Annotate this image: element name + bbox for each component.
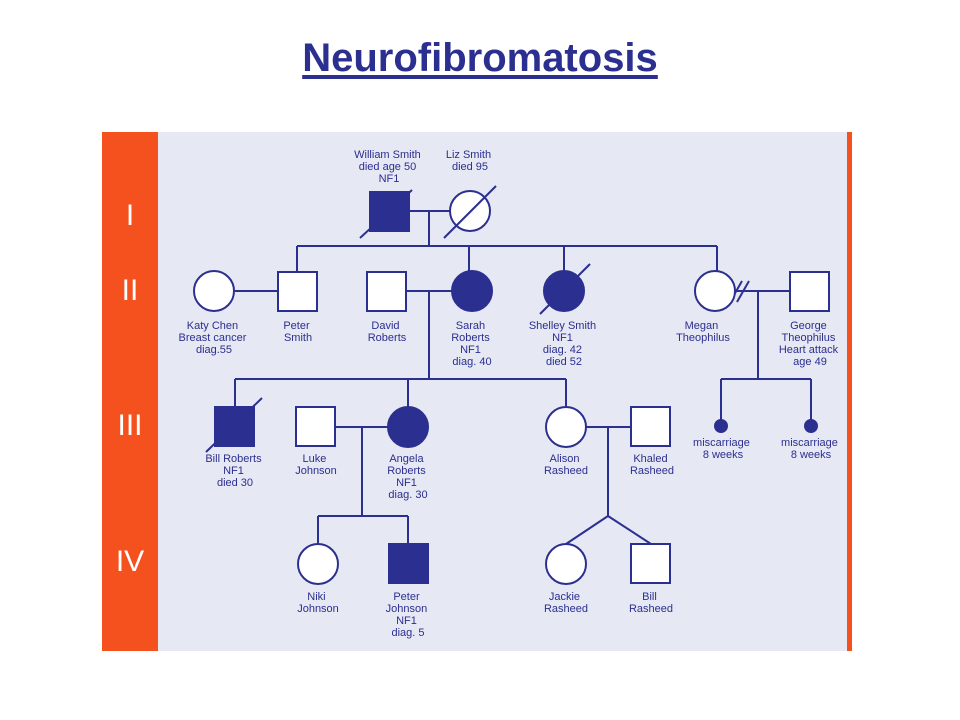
male-george-theophilus <box>789 271 830 312</box>
label-khaled-rasheed: Khaled Rasheed <box>630 453 674 477</box>
label-luke-johnson: Luke Johnson <box>295 453 337 477</box>
generation-label-3: III <box>117 409 143 442</box>
affected-male-bill-roberts <box>214 406 255 447</box>
deceased-mark <box>539 263 591 315</box>
label-shelley-smith: Shelley Smith NF1 diag. 42 died 52 <box>529 320 599 368</box>
label-alison-rasheed: Alison Rasheed <box>544 453 588 477</box>
label-miscarriage-2: miscarriage 8 weeks <box>781 437 841 461</box>
page-title: Neurofibromatosis <box>302 36 658 80</box>
male-luke-johnson <box>295 406 336 447</box>
individual-labels: William Smith died age 50 NF1 Liz Smith … <box>179 149 841 639</box>
female-katy-chen <box>193 270 235 312</box>
label-liz-smith: Liz Smith died 95 <box>446 149 494 173</box>
label-bill-rasheed: Bill Rasheed <box>629 591 673 615</box>
label-katy-chen: Katy Chen Breast cancer diag.55 <box>179 320 250 356</box>
deceased-mark <box>359 189 413 239</box>
label-david-roberts: David Roberts <box>368 320 407 344</box>
label-jackie-rasheed: Jackie Rasheed <box>544 591 588 615</box>
label-bill-roberts: Bill Roberts NF1 died 30 <box>205 453 264 489</box>
deceased-mark <box>443 185 497 239</box>
individuals <box>193 185 830 585</box>
female-jackie-rasheed <box>545 543 587 585</box>
male-khaled-rasheed <box>630 406 671 447</box>
label-george-theophilus: George Theophilus Heart attack age 49 <box>779 320 841 368</box>
affected-female-sarah-roberts <box>451 270 493 312</box>
affected-male-peter-johnson <box>388 543 429 584</box>
male-peter-smith <box>277 271 318 312</box>
miscarriage-marker-2 <box>804 419 818 433</box>
generation-strip <box>102 132 158 651</box>
label-niki-johnson: Niki Johnson <box>297 591 339 615</box>
miscarriage-marker-1 <box>714 419 728 433</box>
male-david-roberts <box>366 271 407 312</box>
label-peter-smith: Peter Smith <box>283 320 312 344</box>
affected-female-angela-roberts <box>387 406 429 448</box>
panel-right-border <box>847 132 852 651</box>
label-miscarriage-1: miscarriage 8 weeks <box>693 437 753 461</box>
deceased-mark <box>205 397 263 453</box>
label-megan-theophilus: Megan Theophilus <box>676 320 730 344</box>
label-sarah-roberts: Sarah Roberts NF1 diag. 40 <box>451 320 493 368</box>
label-angela-roberts: Angela Roberts NF1 diag. 30 <box>387 453 429 501</box>
female-alison-rasheed <box>545 406 587 448</box>
female-megan-theophilus <box>694 270 736 312</box>
male-bill-rasheed <box>630 543 671 584</box>
generation-label-4: IV <box>115 545 145 578</box>
relationship-lines <box>234 210 812 545</box>
label-william-smith: William Smith died age 50 NF1 <box>354 149 424 185</box>
generation-label-2: II <box>121 274 139 307</box>
label-peter-johnson: Peter Johnson NF1 diag. 5 <box>386 591 431 639</box>
female-niki-johnson <box>297 543 339 585</box>
generation-label-1: I <box>125 199 135 232</box>
